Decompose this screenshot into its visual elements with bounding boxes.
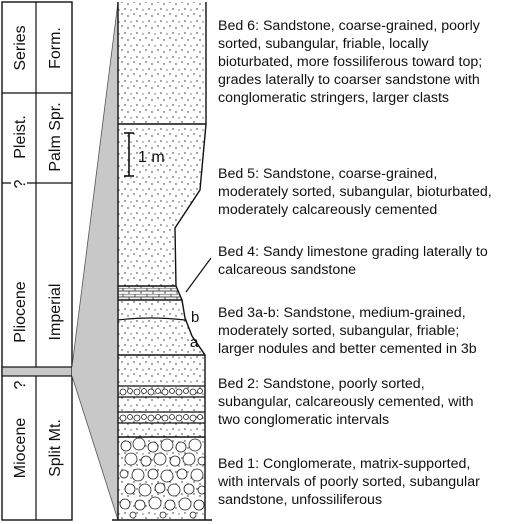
bed6-line-1: Bed 6: Sandstone, coarse-grained, poorly <box>218 18 481 34</box>
uncertain-mark-upper: ? <box>12 179 29 188</box>
bed1-description: Bed 1: Conglomerate, matrix-supported, w… <box>217 456 480 508</box>
connector-edge-bottom <box>71 375 119 521</box>
bed3b-label: b <box>191 309 199 326</box>
bed1-conglomerate <box>119 437 206 519</box>
pliocene-miocene-boundary-band <box>1 366 73 377</box>
stratigraphic-column <box>112 2 212 521</box>
bed4-leader-line <box>185 257 212 293</box>
pleistocene-label: Pleist. <box>12 115 29 159</box>
bed4-line-2: calcareous sandstone <box>218 262 356 278</box>
bed3-line-1: Bed 3a-b: Sandstone, medium-grained, <box>218 305 466 321</box>
bed3-description: Bed 3a-b: Sandstone, medium-grained, mod… <box>218 305 477 357</box>
bed5-line-2: moderately sorted, subangular, bioturbat… <box>218 184 492 200</box>
imperial-label: Imperial <box>47 284 64 341</box>
bed5-description: Bed 5: Sandstone, coarse-grained, modera… <box>218 166 492 218</box>
scale-bar: 1 m <box>124 132 165 177</box>
bed5-line-1: Bed 5: Sandstone, coarse-grained, <box>218 166 437 182</box>
bed4-line-1: Bed 4: Sandy limestone grading laterally… <box>218 244 488 260</box>
bed4-limestone <box>118 286 188 300</box>
bed1-line-2: with intervals of poorly sorted, subangu… <box>217 474 480 490</box>
bed6-line-2: sorted, subangular, friable, locally <box>218 36 429 52</box>
miocene-label: Miocene <box>12 418 29 479</box>
palm-springs-label: Palm Spr. <box>47 102 64 171</box>
connector-edge-top <box>71 1 119 368</box>
bed3a-label: a <box>190 334 199 351</box>
bed2-description: Bed 2: Sandstone, poorly sorted, subangu… <box>218 376 474 428</box>
bed1-line-1: Bed 1: Conglomerate, matrix-supported, <box>218 456 470 472</box>
table-frame <box>1 1 73 521</box>
bed5-line-3: moderately calcareously cemented <box>218 202 437 218</box>
bed2-line-2: subangular, calcareously cemented, with <box>218 394 474 410</box>
uncertain-mark-lower: ? <box>12 380 29 389</box>
uncertain-mark-upper-bg <box>11 176 27 192</box>
bed1-line-3: sandstone, unfossiliferous <box>218 492 382 508</box>
column-outline <box>117 2 207 520</box>
bed6-line-5: conglomeratic stringers, larger clasts <box>218 90 449 106</box>
bed2-conglomerate-lower <box>119 414 203 422</box>
bed3-line-2: moderately sorted, subangular, friable; <box>218 323 459 339</box>
chrono-table: Series Form. Pleist. Palm Spr. ? Pliocen… <box>1 1 73 521</box>
bed6-description: Bed 6: Sandstone, coarse-grained, poorly… <box>218 18 482 106</box>
bed3-line-3: larger nodules and better cemented in 3b <box>218 341 477 357</box>
scale-bar-label: 1 m <box>138 149 165 166</box>
correlation-connector <box>72 2 118 520</box>
bed6-line-4: grades laterally to coarser sandstone wi… <box>218 72 480 88</box>
formation-header: Form. <box>47 27 64 69</box>
series-header: Series <box>12 25 29 70</box>
bed3b-base-contact <box>117 317 186 321</box>
bed2-conglomerate-upper <box>119 388 203 396</box>
pliocene-label: Pliocene <box>12 281 29 342</box>
bed2-line-1: Bed 2: Sandstone, poorly sorted, <box>218 376 425 392</box>
bed2-line-3: two conglomeratic intervals <box>218 412 389 428</box>
bed6-line-3: bioturbated, more fossiliferous toward t… <box>218 54 482 70</box>
uncertain-mark-lower-bg <box>11 377 27 393</box>
bed4-description: Bed 4: Sandy limestone grading laterally… <box>218 244 488 278</box>
split-mountain-label: Split Mt. <box>47 419 64 477</box>
